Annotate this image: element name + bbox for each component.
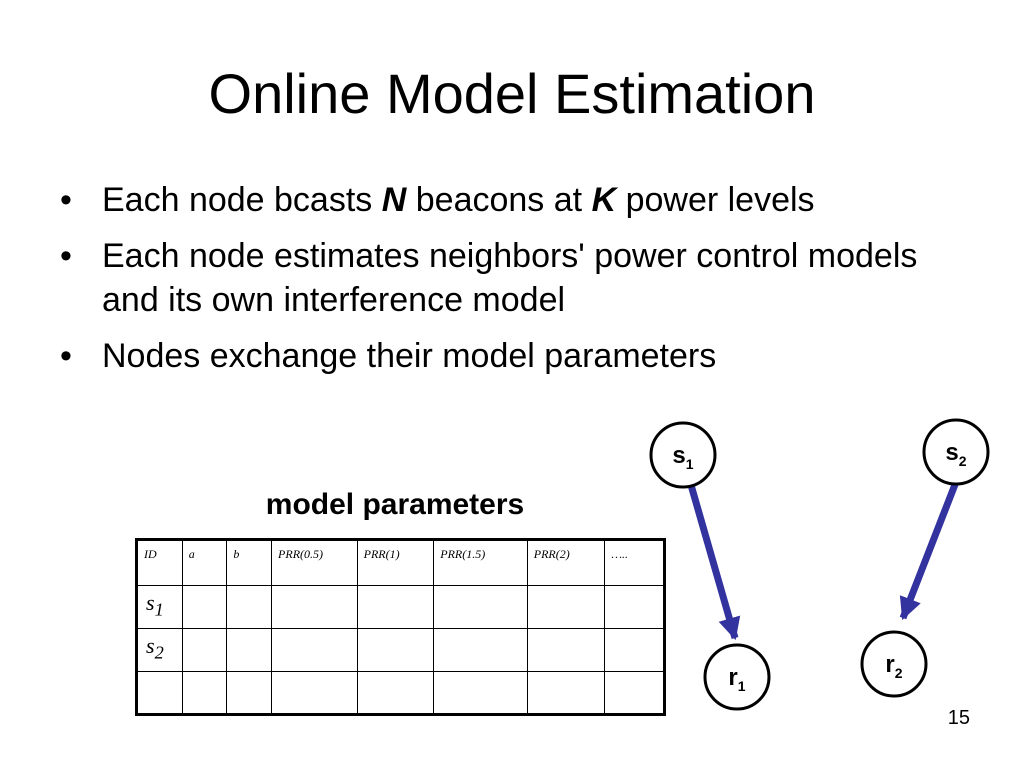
node-label: r1 <box>728 664 745 694</box>
node-s1: s1 <box>649 421 717 489</box>
row-label-s2: s2 <box>136 628 183 672</box>
row-label-empty <box>136 671 183 715</box>
node-circle <box>703 643 771 711</box>
row-label-text: s <box>146 633 155 658</box>
table-cell <box>433 585 528 629</box>
node-circle <box>860 630 928 698</box>
table-cell <box>356 585 435 629</box>
bullet-2-text: Each node estimates neighbors' power con… <box>102 237 918 319</box>
node-label: r2 <box>885 651 902 681</box>
node-s2: s2 <box>922 418 990 486</box>
table-cell <box>433 628 528 672</box>
bullet-dot: • <box>60 337 72 375</box>
bullet-dot: • <box>60 181 72 219</box>
table-cell <box>271 628 358 672</box>
node-label: s1 <box>672 442 693 472</box>
bullet-list: • Each node bcasts N beacons at K power … <box>60 178 980 390</box>
header-cell-b: b <box>226 539 273 586</box>
bullet-item-1: • Each node bcasts N beacons at K power … <box>60 178 980 222</box>
table-cell <box>356 671 435 715</box>
page-number: 15 <box>947 707 970 729</box>
header-cell-prr-0-5: PRR(0.5) <box>271 539 358 586</box>
node-circle <box>922 418 990 486</box>
bullet-item-3: • Nodes exchange their model parameters <box>60 334 980 378</box>
model-parameters-table: ID a b PRR(0.5) PRR(1) PRR(1.5) PRR(2) …… <box>135 538 666 716</box>
table-cell <box>433 671 528 715</box>
row-label-s1: s1 <box>136 585 183 629</box>
table-cell <box>226 671 273 715</box>
node-r2: r2 <box>860 630 928 698</box>
variable-k: K <box>591 181 617 219</box>
edge-s2-r2 <box>899 480 960 621</box>
slide-title: Online Model Estimation <box>208 62 816 125</box>
bullet-dot: • <box>60 237 72 275</box>
table-cell <box>526 671 606 715</box>
table-cell <box>604 628 665 672</box>
bullet-1-text-c: power levels <box>616 181 815 219</box>
table-header-row: ID a b PRR(0.5) PRR(1) PRR(1.5) PRR(2) …… <box>136 539 665 586</box>
row-label-sub: 1 <box>154 599 164 620</box>
header-cell-prr-2: PRR(2) <box>526 539 606 586</box>
node-r1: r1 <box>703 643 771 711</box>
variable-n: N <box>381 181 407 219</box>
bullet-item-2: • Each node estimates neighbors' power c… <box>60 234 980 322</box>
row-label-text: s <box>146 590 155 615</box>
bullet-3-text: Nodes exchange their model parameters <box>102 337 717 375</box>
bullet-1-text-b: beacons at <box>406 181 592 219</box>
row-label-sub: 2 <box>154 642 164 663</box>
table-cell <box>526 585 606 629</box>
node-circle <box>649 421 717 489</box>
table-cell <box>604 671 665 715</box>
table-row <box>136 671 665 715</box>
header-cell-prr-1: PRR(1) <box>356 539 435 586</box>
table-cell <box>271 671 358 715</box>
table-caption: model parameters <box>265 488 525 521</box>
node-label: s2 <box>945 439 966 469</box>
bullet-1-text-a: Each node bcasts <box>102 181 382 219</box>
header-cell-id: ID <box>136 539 183 586</box>
edge-s1-r1 <box>687 484 741 641</box>
